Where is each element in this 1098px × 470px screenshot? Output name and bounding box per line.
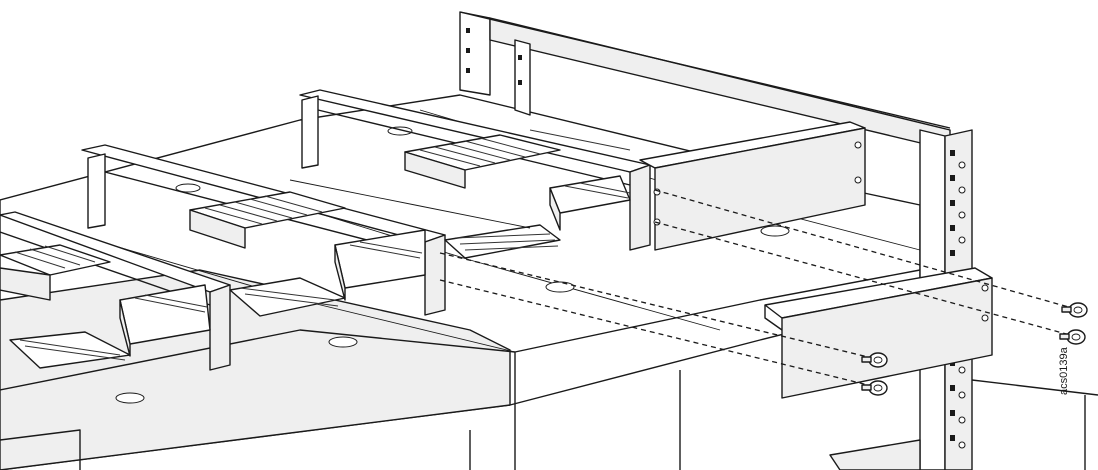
screw-icon [1061,302,1088,318]
screw-icon [1059,329,1086,345]
screw-alignment-lines [439,189,1073,386]
front-cable-bracket [0,211,346,371]
middle-cable-bracket [81,144,561,316]
mounting-l-bracket [764,267,993,399]
screw-icon [861,352,888,368]
screw-icon [861,380,888,396]
top-cable-bracket-rear [299,89,866,251]
screws [861,302,1088,396]
figure-reference-id: acs0139a [1058,347,1070,395]
